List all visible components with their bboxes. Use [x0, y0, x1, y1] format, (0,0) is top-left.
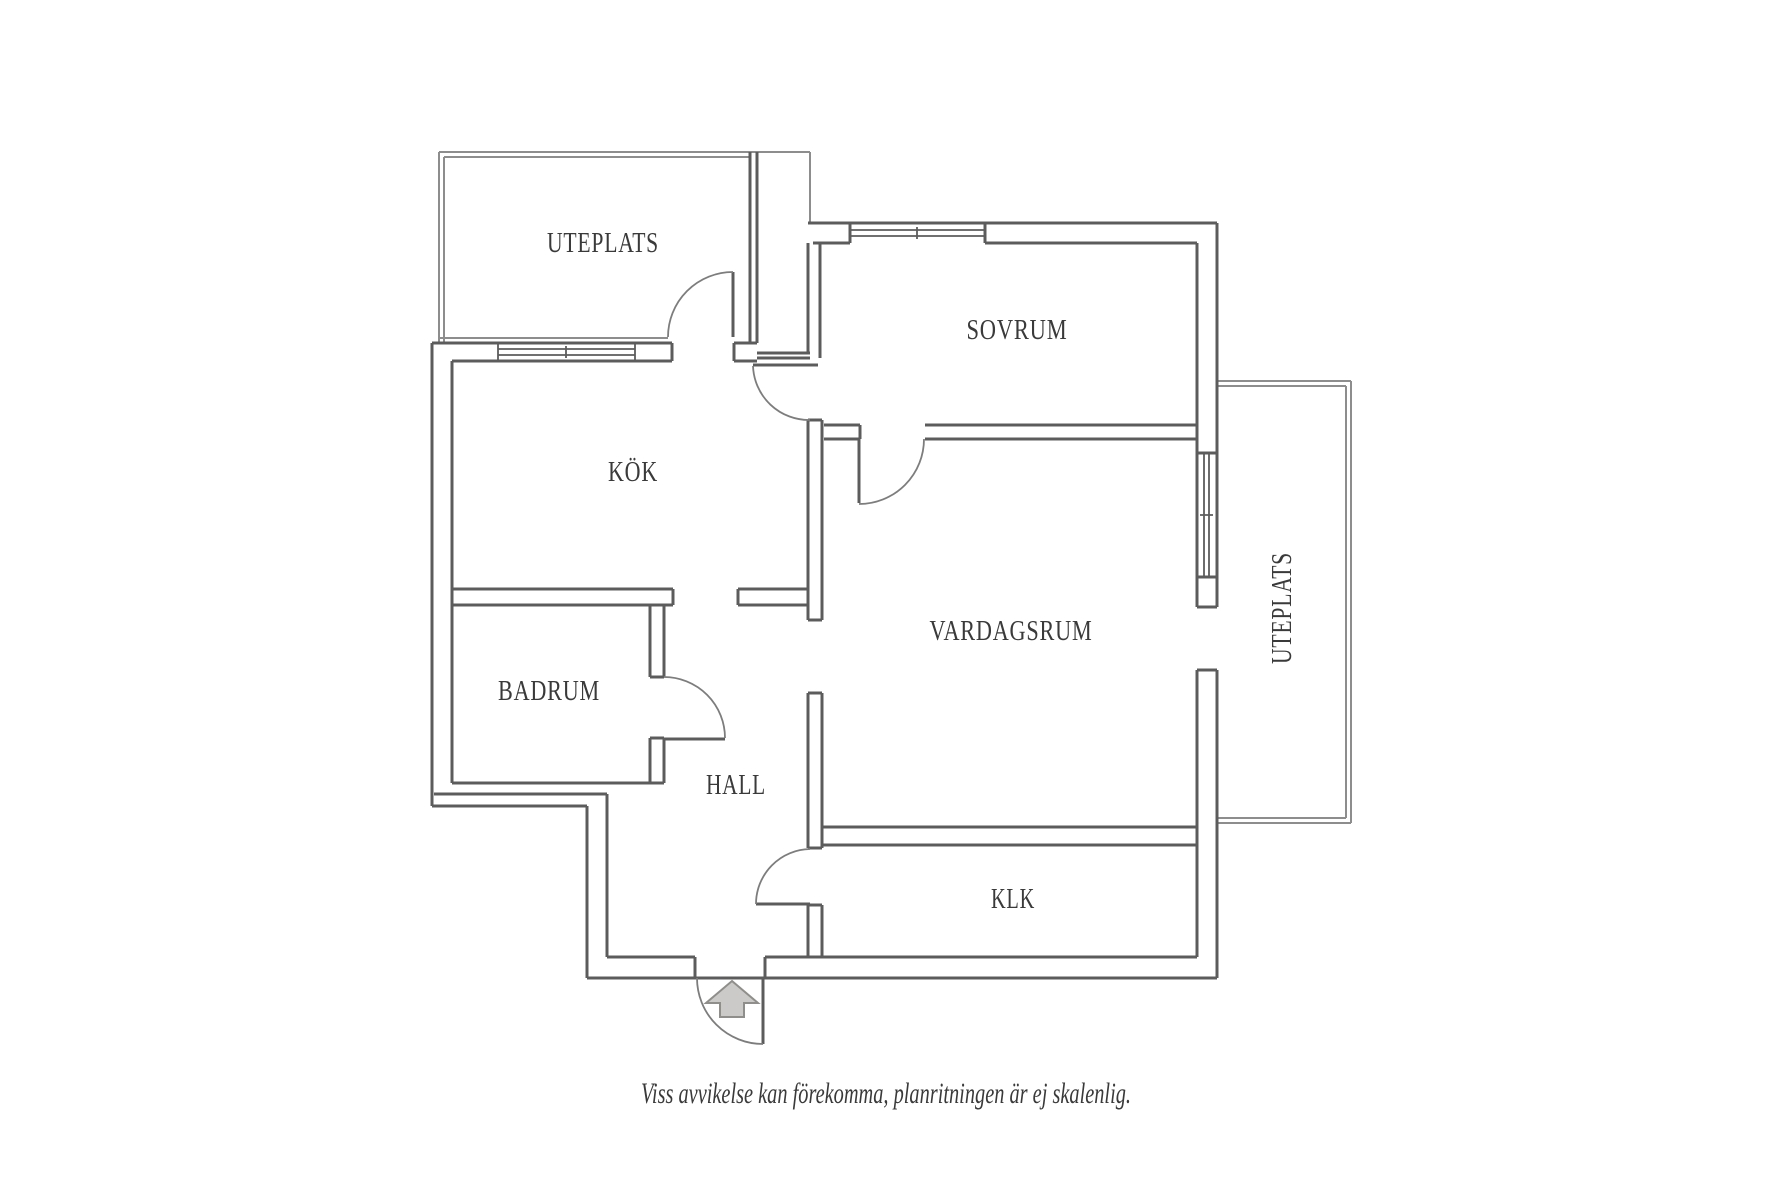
- room-label-vardagsrum: VARDAGSRUM: [930, 616, 1093, 647]
- door-arc-sovrum-vardagsrum: [858, 438, 925, 505]
- wall-hall-east: [736, 418, 1197, 957]
- walls: [430, 152, 1219, 980]
- room-label-klk: KLK: [991, 884, 1035, 915]
- room-label-hall: HALL: [706, 770, 766, 801]
- window-sovrum: [850, 227, 985, 239]
- wall-west-section: [430, 341, 1217, 980]
- door-arc-uteplats: [667, 271, 734, 338]
- room-labels: UTEPLATS SOVRUM KÖK VARDAGSRUM BADRUM HA…: [498, 228, 1298, 915]
- door-leaves: [664, 272, 861, 1044]
- window-vardagsrum: [1200, 453, 1213, 577]
- room-label-uteplats-right: UTEPLATS: [1267, 552, 1298, 664]
- door-arcs: [663, 271, 925, 1045]
- door-arc-sovrum-corridor: [752, 365, 811, 421]
- door-arc-klk: [755, 848, 811, 905]
- room-label-kok: KÖK: [608, 457, 658, 488]
- entrance-arrow-icon: [703, 979, 761, 1018]
- room-label-sovrum: SOVRUM: [967, 315, 1068, 346]
- room-label-badrum: BADRUM: [498, 676, 600, 707]
- window-kok: [497, 343, 636, 361]
- door-arc-entrance: [696, 977, 764, 1045]
- patio-boundary-lines: [438, 151, 1352, 824]
- disclaimer-caption: Viss avvikelse kan förekomma, planritnin…: [641, 1077, 1131, 1110]
- wall-sovrum-east-section: [748, 152, 1219, 978]
- door-arc-badrum: [663, 676, 726, 739]
- patio-right-outline: [1217, 380, 1352, 824]
- windows: [497, 227, 1213, 577]
- patio-left-outline: [438, 151, 811, 343]
- room-label-uteplats-left: UTEPLATS: [547, 228, 659, 259]
